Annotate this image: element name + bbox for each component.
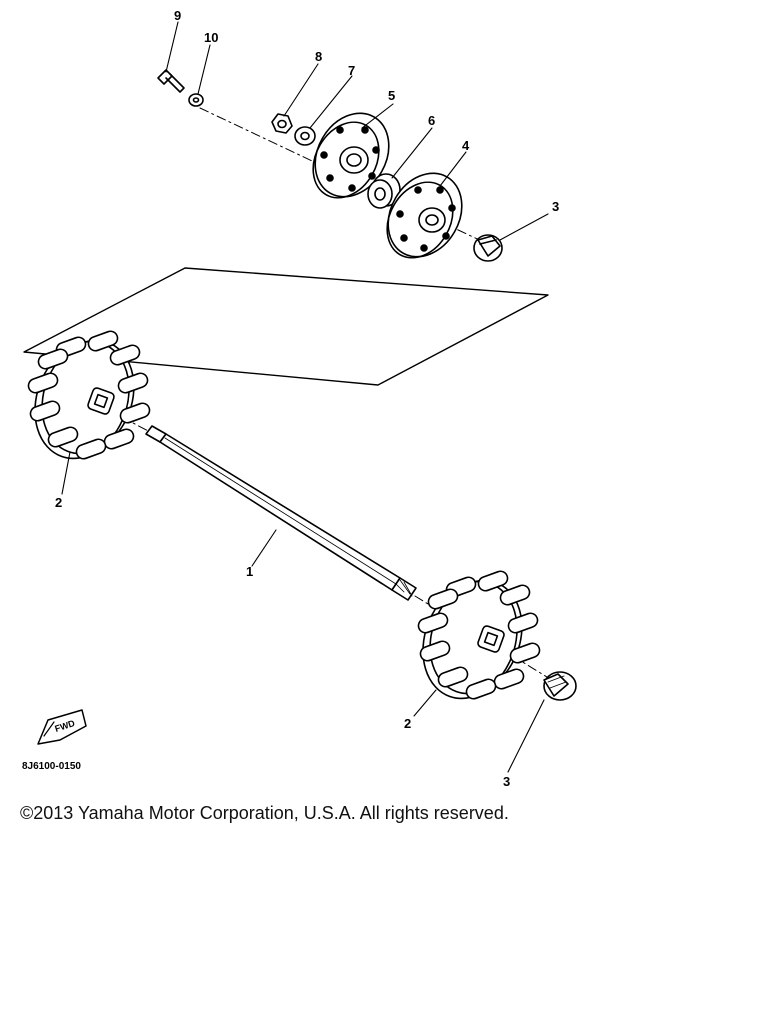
callout-10: 10: [204, 30, 218, 45]
part-cap-top: [473, 234, 503, 262]
part-hub-plate: [312, 112, 390, 199]
part-sprocket-left: [27, 330, 151, 460]
leader-3a: [499, 213, 549, 241]
callout-9: 9: [174, 8, 181, 23]
part-hub-plate-rear: [386, 172, 463, 259]
leader-9: [165, 21, 179, 73]
callout-3-bottom: 3: [503, 774, 510, 789]
exploded-parts-diagram: 9 10 8 7 5 6 4 3 2 1 2 3 FWD 8J6100-0150: [22, 8, 577, 789]
copyright-notice: ©2013 Yamaha Motor Corporation, U.S.A. A…: [20, 803, 509, 823]
leader-4: [439, 151, 467, 187]
part-sprocket-right: [417, 570, 541, 700]
callout-1: 1: [246, 564, 253, 579]
part-washer: [294, 126, 316, 146]
leader-6: [391, 127, 433, 179]
leader-1: [251, 529, 277, 567]
callout-3-top: 3: [552, 199, 559, 214]
leader-2a: [61, 451, 71, 495]
part-nut: [271, 113, 293, 134]
leader-5: [361, 103, 394, 129]
callout-6: 6: [428, 113, 435, 128]
callout-5: 5: [388, 88, 395, 103]
callout-4: 4: [462, 138, 470, 153]
leader-3b: [507, 699, 545, 773]
leader-10: [197, 44, 211, 95]
fwd-arrow-icon: [37, 709, 87, 745]
callout-2-right: 2: [404, 716, 411, 731]
leader-8: [283, 63, 319, 117]
part-shaft: [145, 425, 417, 601]
leader-2b: [413, 689, 437, 717]
part-bolt: [157, 69, 185, 93]
leader-7: [309, 75, 353, 129]
callout-8: 8: [315, 49, 322, 64]
callout-2-left: 2: [55, 495, 62, 510]
callout-7: 7: [348, 63, 355, 78]
assembly-outline: [23, 267, 549, 386]
part-cap-bottom: [543, 671, 577, 701]
part-washer-small: [188, 93, 204, 107]
diagram-code: 8J6100-0150: [22, 761, 81, 772]
part-bearing: [367, 173, 401, 209]
